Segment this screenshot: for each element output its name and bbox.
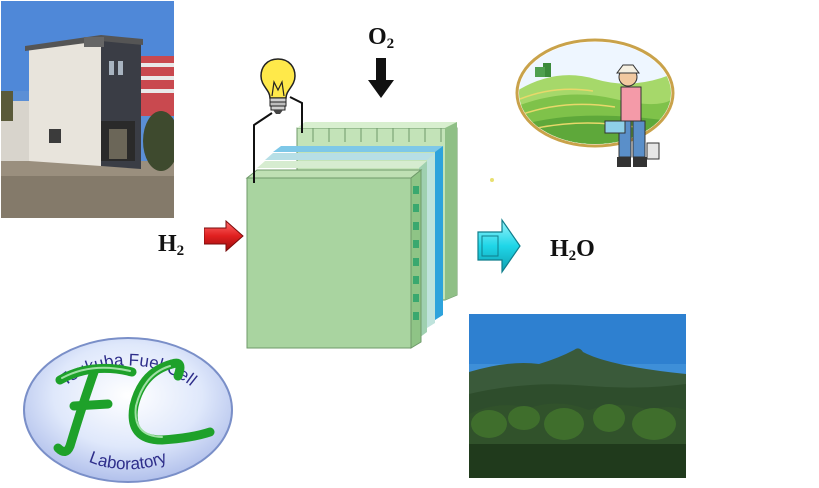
sparkle-mark xyxy=(490,178,494,182)
lab-logo: Tsukuba Fuel Cell Laboratory xyxy=(22,336,234,484)
farmer-clipart xyxy=(515,37,677,175)
light-bulb-icon xyxy=(258,56,298,126)
fuel-cell-stack xyxy=(245,120,460,350)
arrow-down-icon xyxy=(368,58,394,100)
circuit-wire xyxy=(250,95,310,185)
oxygen-label: O2 xyxy=(368,24,395,52)
mountain-photo xyxy=(469,314,686,478)
arrow-right-icon xyxy=(476,218,522,274)
water-label: H2O xyxy=(550,236,595,264)
hydrogen-label: H2 xyxy=(158,231,185,259)
arrow-right-icon xyxy=(204,220,244,252)
house-photo xyxy=(1,1,174,218)
